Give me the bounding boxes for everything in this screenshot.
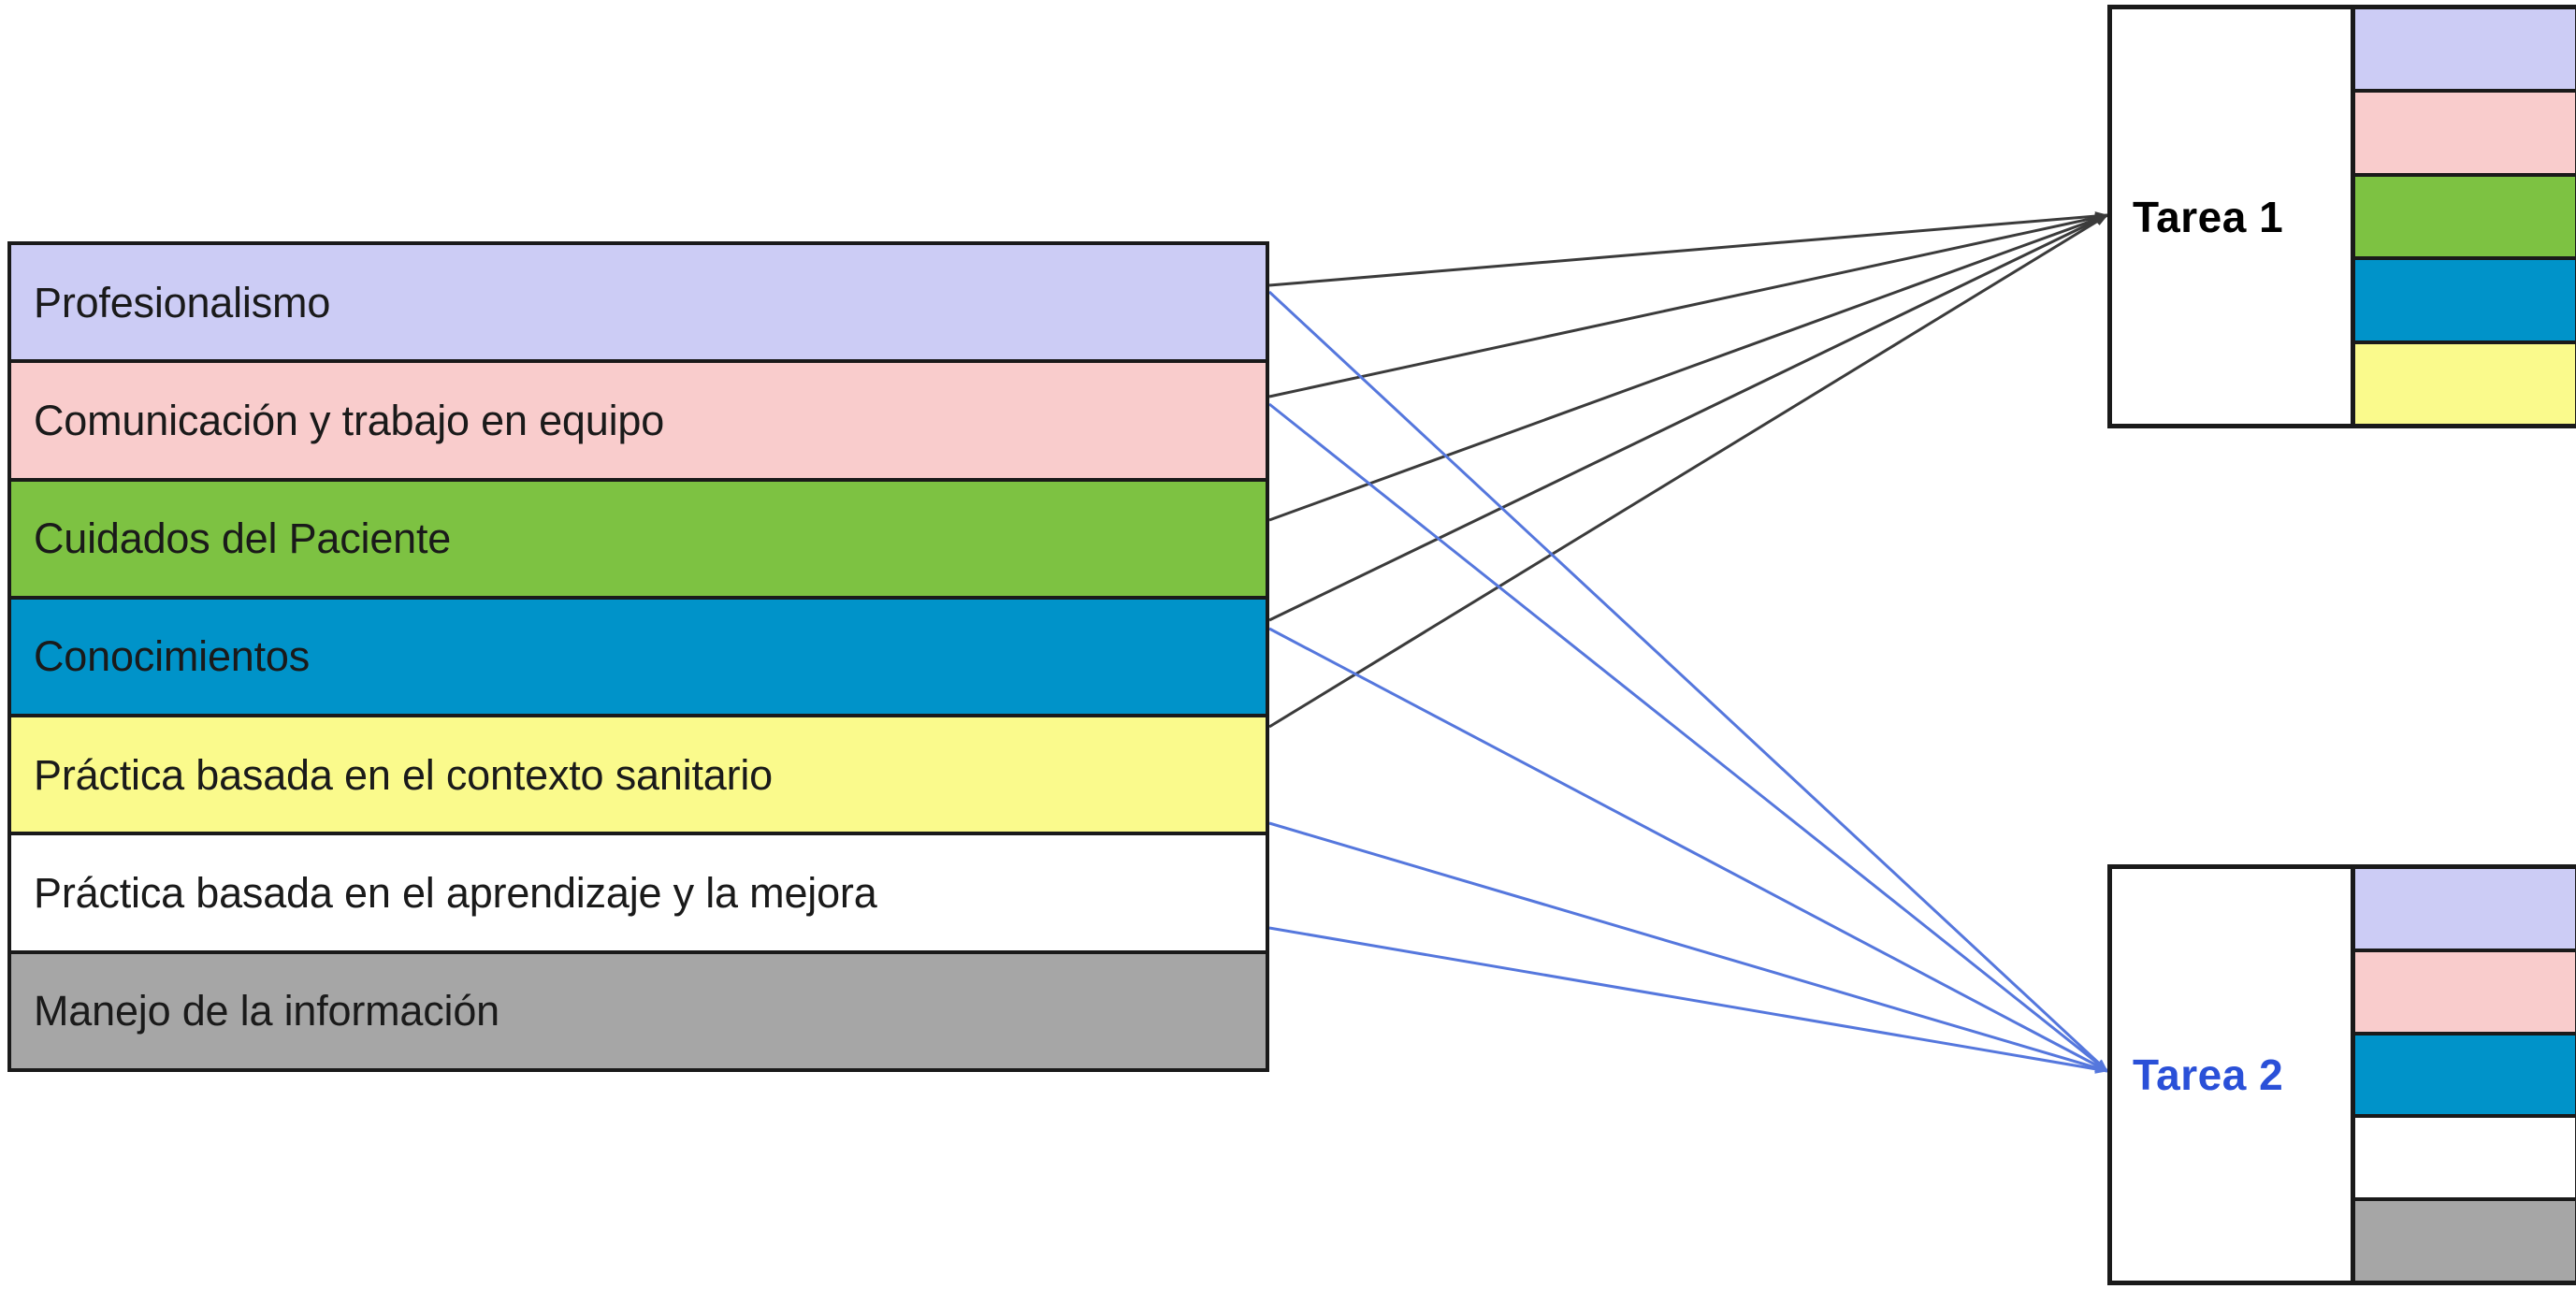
task-stripes-tarea-1 [2355, 9, 2575, 425]
task-label-cell-tarea-1: Tarea 1 [2112, 9, 2355, 424]
competency-row-aprendizaje[interactable]: Práctica basada en el aprendizaje y la m… [11, 835, 1266, 954]
connector-profesionalismo-to-tarea-1 [1268, 211, 2108, 287]
stripe-tarea-1-profesionalismo [2355, 9, 2575, 94]
connector-comunicacion-to-tarea-2 [1268, 402, 2108, 1073]
competency-row-informacion[interactable]: Manejo de la información [11, 953, 1266, 1068]
connector-aprendizaje-to-tarea-2 [1268, 821, 2108, 1073]
connector-lines [1267, 211, 2109, 1074]
task-stripes-tarea-2 [2355, 869, 2575, 1281]
stripe-tarea-2-informacion [2355, 1201, 2575, 1281]
competency-label: Comunicación y trabajo en equipo [34, 396, 665, 444]
task-label-tarea-2: Tarea 2 [2133, 1050, 2284, 1099]
stripe-tarea-2-profesionalismo [2355, 869, 2575, 952]
stripe-tarea-1-cuidados [2355, 176, 2575, 261]
competency-label: Cuidados del Paciente [34, 514, 452, 563]
task-label-cell-tarea-2: Tarea 2 [2112, 869, 2355, 1281]
competency-row-cuidados[interactable]: Cuidados del Paciente [11, 481, 1266, 600]
task-box-tarea-1[interactable]: Tarea 1 [2107, 5, 2576, 428]
competency-label: Práctica basada en el contexto sanitario [34, 750, 773, 799]
connector-cuidados-to-tarea-1 [1268, 213, 2108, 522]
connector-informacion-to-tarea-2 [1268, 926, 2108, 1074]
stripe-tarea-1-conocimientos [2355, 260, 2575, 344]
stripe-tarea-2-conocimientos [2355, 1035, 2575, 1119]
competency-label: Conocimientos [34, 632, 311, 681]
competency-row-conocimientos[interactable]: Conocimientos [11, 599, 1266, 718]
competency-row-contexto[interactable]: Práctica basada en el contexto sanitario [11, 717, 1266, 836]
task-label-tarea-1: Tarea 1 [2133, 192, 2284, 241]
task-box-tarea-2[interactable]: Tarea 2 [2107, 864, 2576, 1285]
connector-comunicacion-to-tarea-1 [1268, 212, 2108, 398]
connector-conocimientos-to-tarea-2 [1268, 627, 2108, 1073]
connector-contexto-to-tarea-1 [1268, 213, 2108, 729]
connector-conocimientos-to-tarea-1 [1268, 213, 2108, 622]
stripe-tarea-2-aprendizaje [2355, 1118, 2575, 1202]
competency-label: Práctica basada en el aprendizaje y la m… [34, 868, 877, 917]
stripe-tarea-1-comunicacion [2355, 93, 2575, 177]
competency-label: Manejo de la información [34, 987, 499, 1036]
stripe-tarea-2-comunicacion [2355, 951, 2575, 1036]
stripe-tarea-1-contexto [2355, 343, 2575, 425]
connector-profesionalismo-to-tarea-2 [1267, 290, 2109, 1073]
competency-row-comunicacion[interactable]: Comunicación y trabajo en equipo [11, 363, 1266, 482]
competency-label: Profesionalismo [34, 278, 331, 326]
competency-row-profesionalismo[interactable]: Profesionalismo [11, 245, 1266, 364]
